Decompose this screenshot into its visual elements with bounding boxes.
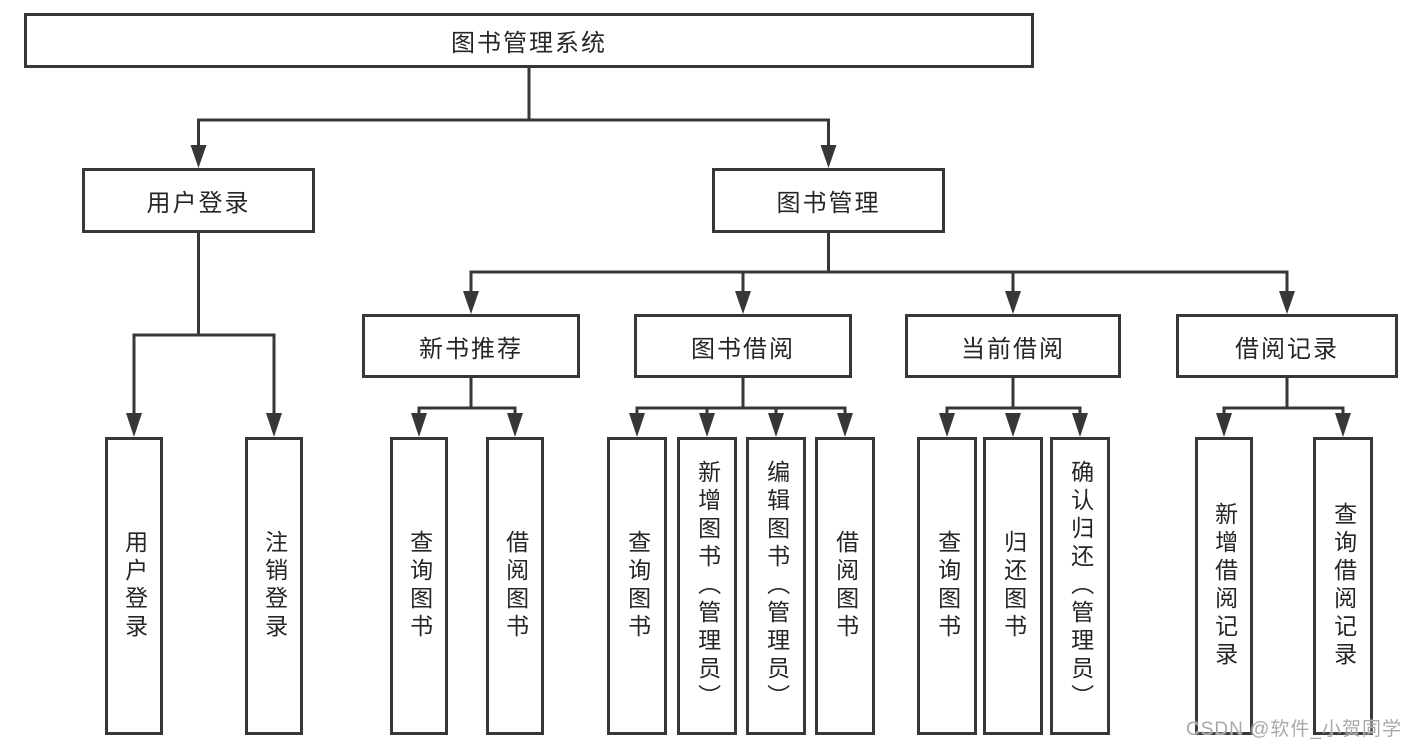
node-new-book-recommend: 新书推荐 (362, 314, 580, 378)
leaf-logout-label: 注销登录 (261, 530, 288, 642)
node-book-management-label: 图书管理 (776, 190, 881, 217)
leaf-user-login-label: 用户登录 (121, 530, 148, 642)
leaf-user-login: 用户登录 (105, 437, 163, 735)
leaf-query-books-recommend-label: 查询图书 (406, 530, 433, 642)
node-user-login: 用户登录 (82, 168, 315, 233)
node-current-borrow: 当前借阅 (905, 314, 1121, 378)
arrow-heads (126, 145, 1351, 437)
node-user-login-label: 用户登录 (146, 190, 251, 217)
node-borrow-record-label: 借阅记录 (1235, 335, 1339, 363)
leaf-borrow-books-label: 借阅图书 (832, 530, 859, 642)
leaf-query-books-recommend: 查询图书 (390, 437, 448, 735)
leaf-add-books-admin: 新增图书（管理员） (677, 437, 737, 735)
leaf-add-borrow-record: 新增借阅记录 (1195, 437, 1253, 735)
node-new-book-recommend-label: 新书推荐 (419, 335, 523, 363)
leaf-add-borrow-record-label: 新增借阅记录 (1211, 502, 1238, 670)
leaf-query-borrow-record: 查询借阅记录 (1313, 437, 1373, 735)
leaf-query-borrow-record-label: 查询借阅记录 (1330, 502, 1357, 670)
node-root-system: 图书管理系统 (24, 13, 1034, 68)
leaf-borrow-books-recommend: 借阅图书 (486, 437, 544, 735)
leaf-edit-books-admin-label: 编辑图书（管理员） (763, 460, 790, 712)
csdn-watermark: CSDN @软件_小贺同学 (1186, 719, 1402, 740)
leaf-edit-books-admin: 编辑图书（管理员） (746, 437, 806, 735)
leaf-logout: 注销登录 (245, 437, 303, 735)
leaf-query-books-current-label: 查询图书 (934, 530, 961, 642)
leaf-return-books: 归还图书 (983, 437, 1043, 735)
leaf-query-books-borrow-label: 查询图书 (624, 530, 651, 642)
leaf-add-books-admin-label: 新增图书（管理员） (694, 460, 721, 712)
node-book-borrow-label: 图书借阅 (691, 335, 795, 363)
node-book-management: 图书管理 (712, 168, 945, 233)
leaf-confirm-return-admin: 确认归还（管理员） (1050, 437, 1110, 735)
leaf-return-books-label: 归还图书 (1000, 530, 1027, 642)
leaf-borrow-books: 借阅图书 (815, 437, 875, 735)
node-current-borrow-label: 当前借阅 (961, 335, 1065, 363)
leaf-confirm-return-admin-label: 确认归还（管理员） (1067, 460, 1094, 712)
node-book-borrow: 图书借阅 (634, 314, 852, 378)
leaf-borrow-books-recommend-label: 借阅图书 (502, 530, 529, 642)
leaf-query-books-current: 查询图书 (917, 437, 977, 735)
node-borrow-record: 借阅记录 (1176, 314, 1398, 378)
leaf-query-books-borrow: 查询图书 (607, 437, 667, 735)
node-root-label: 图书管理系统 (451, 30, 607, 57)
